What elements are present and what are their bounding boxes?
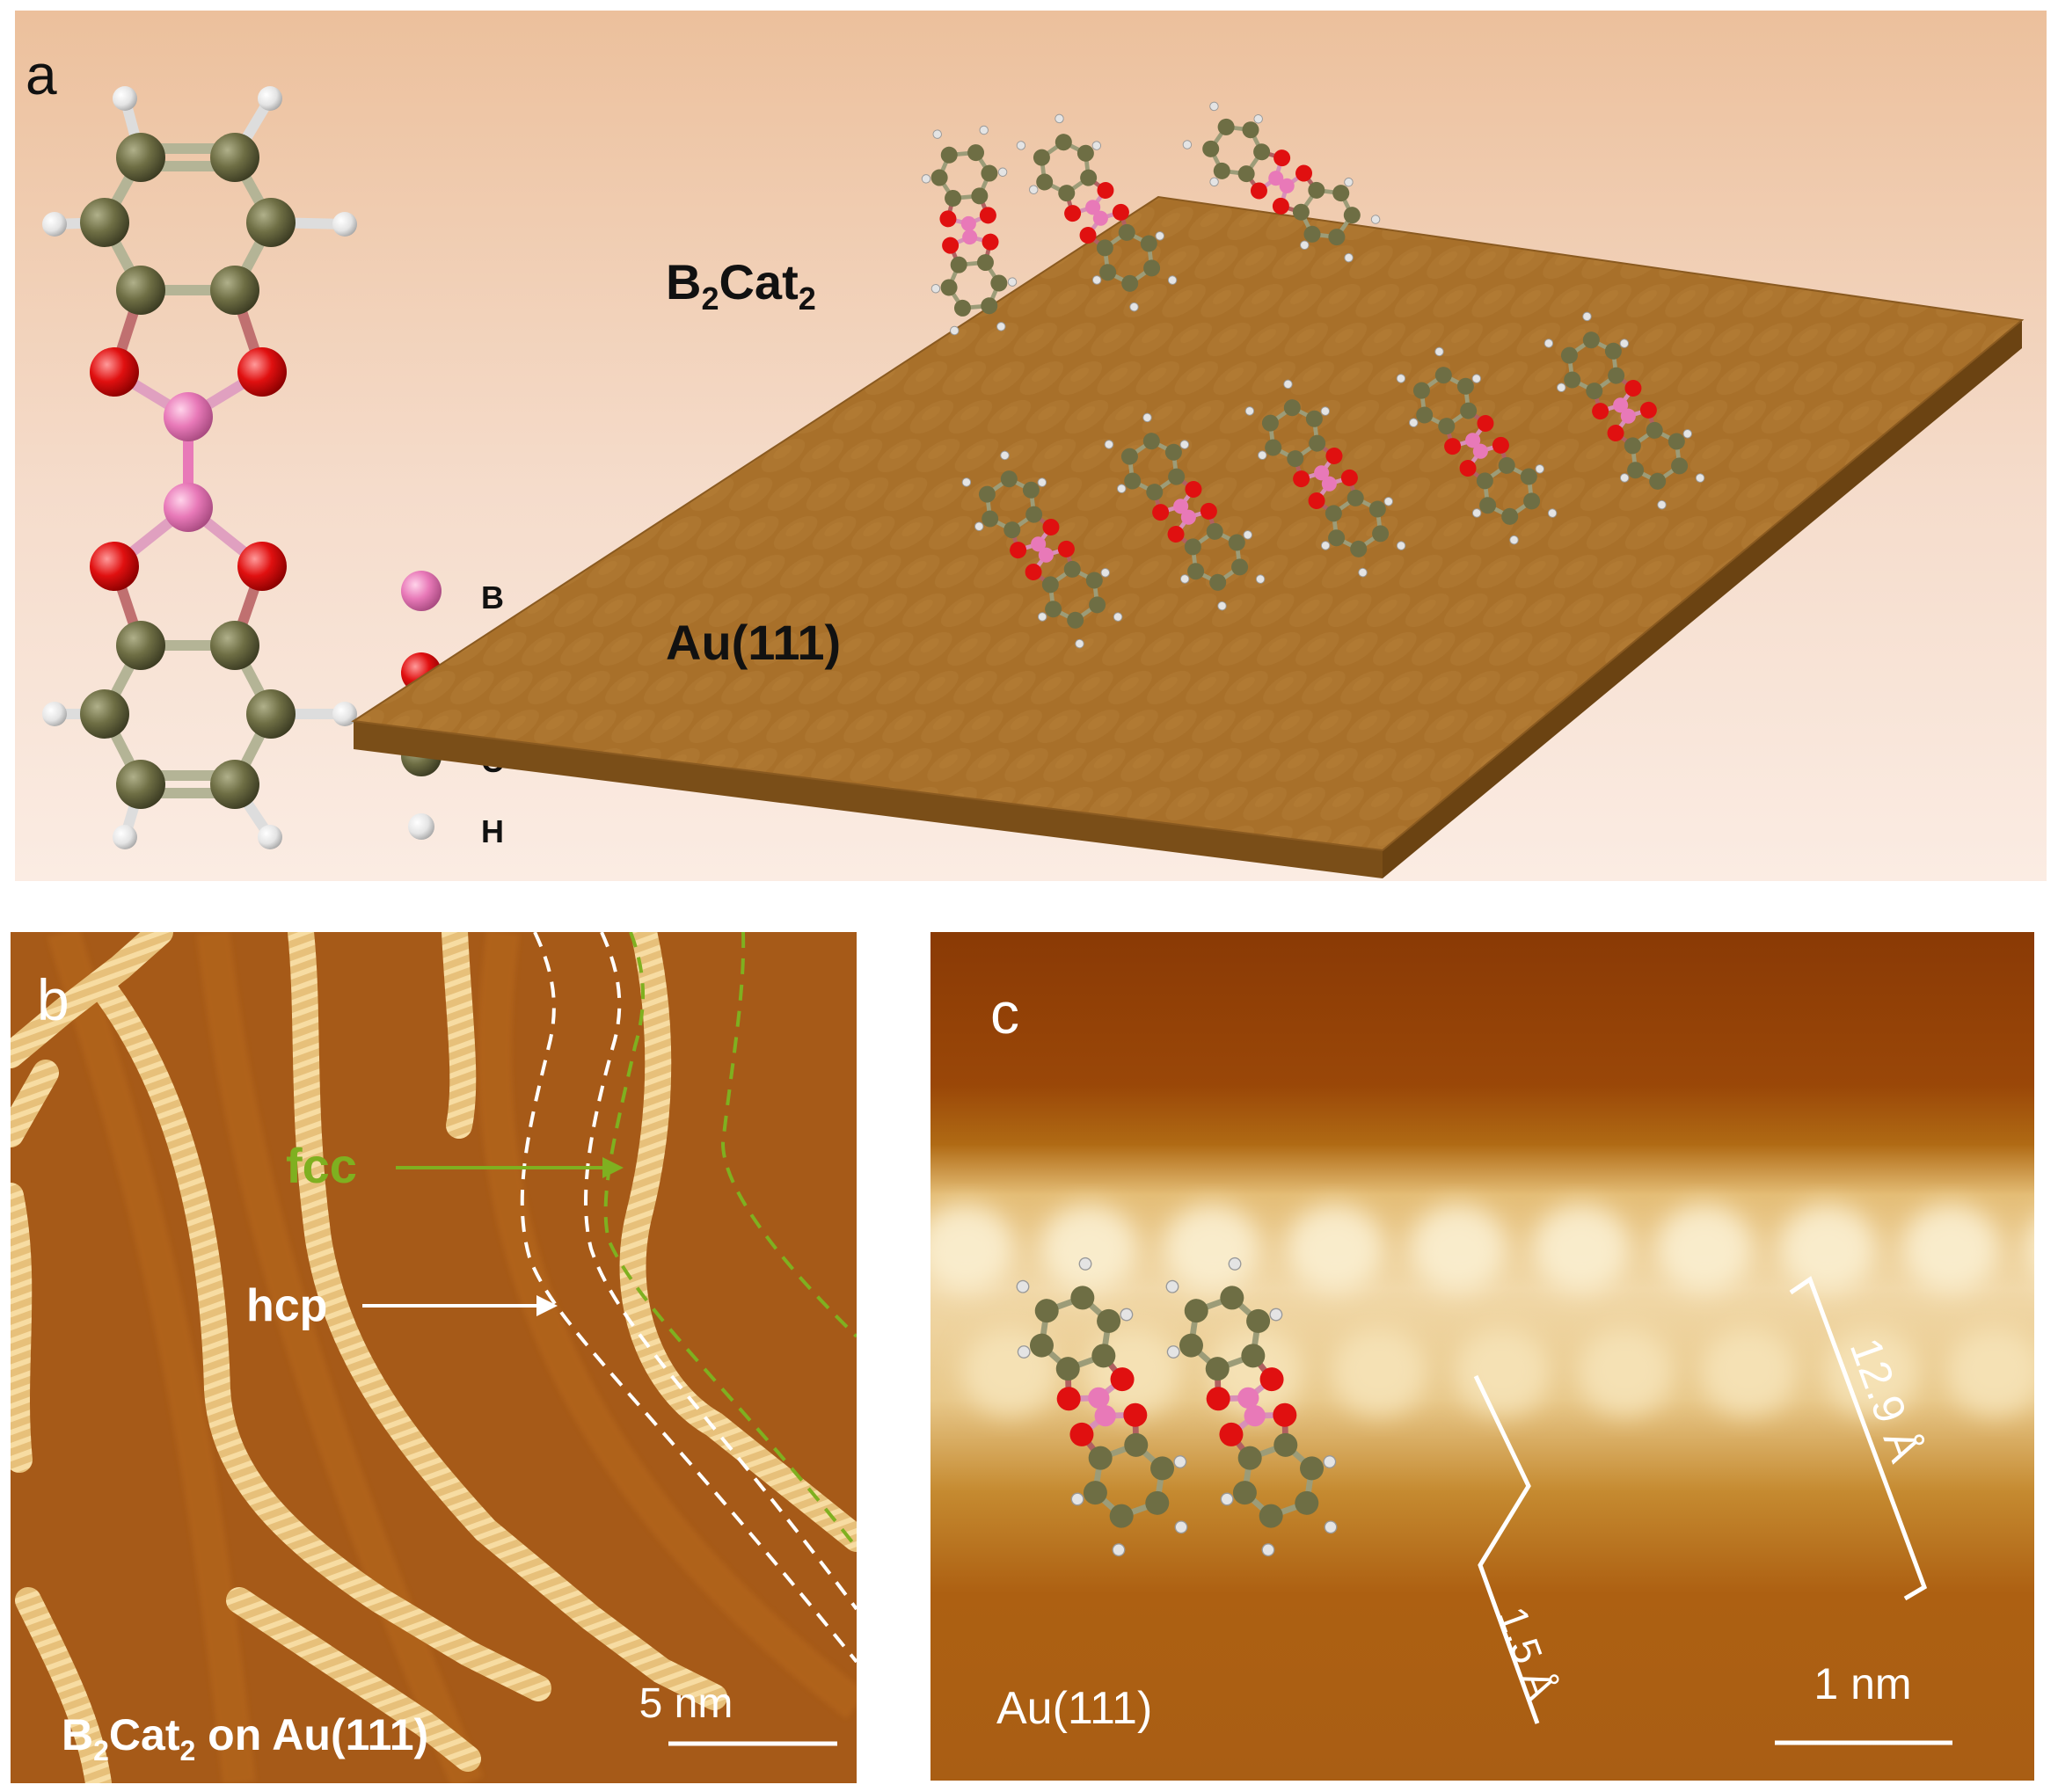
width-marker (1789, 1276, 1928, 1601)
panel-b-letter: b (37, 967, 69, 1032)
molecule-on-surface-3 (1244, 379, 1406, 578)
legend-hydrogen-swatch (408, 813, 434, 840)
panel-b-caption: B2Cat2 on Au(111) (62, 1710, 428, 1767)
molecule-above-3 (1182, 101, 1381, 263)
molecule-above-2 (1016, 113, 1178, 312)
hcp-label: hcp (246, 1280, 327, 1331)
panel-c-letter: c (990, 980, 1019, 1045)
molecular-chains (11, 932, 857, 1783)
fcc-arrow (396, 1157, 624, 1178)
panel-a-letter: a (26, 43, 57, 106)
b2cat2-molecule-model (42, 86, 357, 849)
fcc-dashed-line-1 (603, 932, 857, 1549)
panel-c: 1.5 Å 12.9 Å c Au(111) 1 nm (930, 932, 2034, 1781)
molecule-on-surface-2 (1104, 412, 1266, 611)
fcc-dashed-line-2 (720, 932, 857, 1338)
molecule-above-1 (921, 125, 1018, 336)
panel-c-substrate-label: Au(111) (996, 1683, 1152, 1734)
molecule-on-surface-5 (1544, 311, 1705, 510)
legend-boron-label: B (481, 579, 504, 616)
hcp-arrow (362, 1295, 558, 1316)
fcc-label: fcc (286, 1138, 357, 1193)
panel-a: B O C H a B2Cat2 Au(111) (15, 11, 2047, 881)
panel-c-scale-label: 1 nm (1814, 1659, 1911, 1708)
panel-b: fcc hcp b B2Cat2 on Au(111) 5 nm (11, 932, 857, 1783)
au111-label: Au(111) (666, 615, 841, 670)
hcp-dashed-line-1 (520, 932, 857, 1664)
legend-hydrogen-label: H (481, 813, 504, 849)
panel-c-stm-image: 1.5 Å 12.9 Å c Au(111) 1 nm (930, 932, 2034, 1781)
panel-b-scale-label: 5 nm (639, 1680, 733, 1727)
panel-b-stm-image: fcc hcp b B2Cat2 on Au(111) 5 nm (11, 932, 857, 1783)
hcp-dashed-line-2 (584, 932, 857, 1611)
molecule-on-surface-4 (1396, 346, 1558, 545)
overlay-molecule-2 (1165, 1257, 1338, 1557)
molecule-lobes (930, 1205, 2034, 1416)
herringbone-guides (520, 932, 857, 1664)
offset-marker (1473, 1374, 1540, 1724)
b2cat2-label: B2Cat2 (666, 254, 816, 317)
overlay-molecules (1016, 1257, 1338, 1557)
molecule-on-surface-1 (961, 450, 1123, 649)
legend-boron-swatch (401, 571, 442, 611)
overlay-molecule-1 (1016, 1257, 1188, 1557)
adsorbed-molecules (921, 101, 1705, 649)
panel-a-figure: B O C H a B2Cat2 Au(111) (15, 11, 2047, 881)
